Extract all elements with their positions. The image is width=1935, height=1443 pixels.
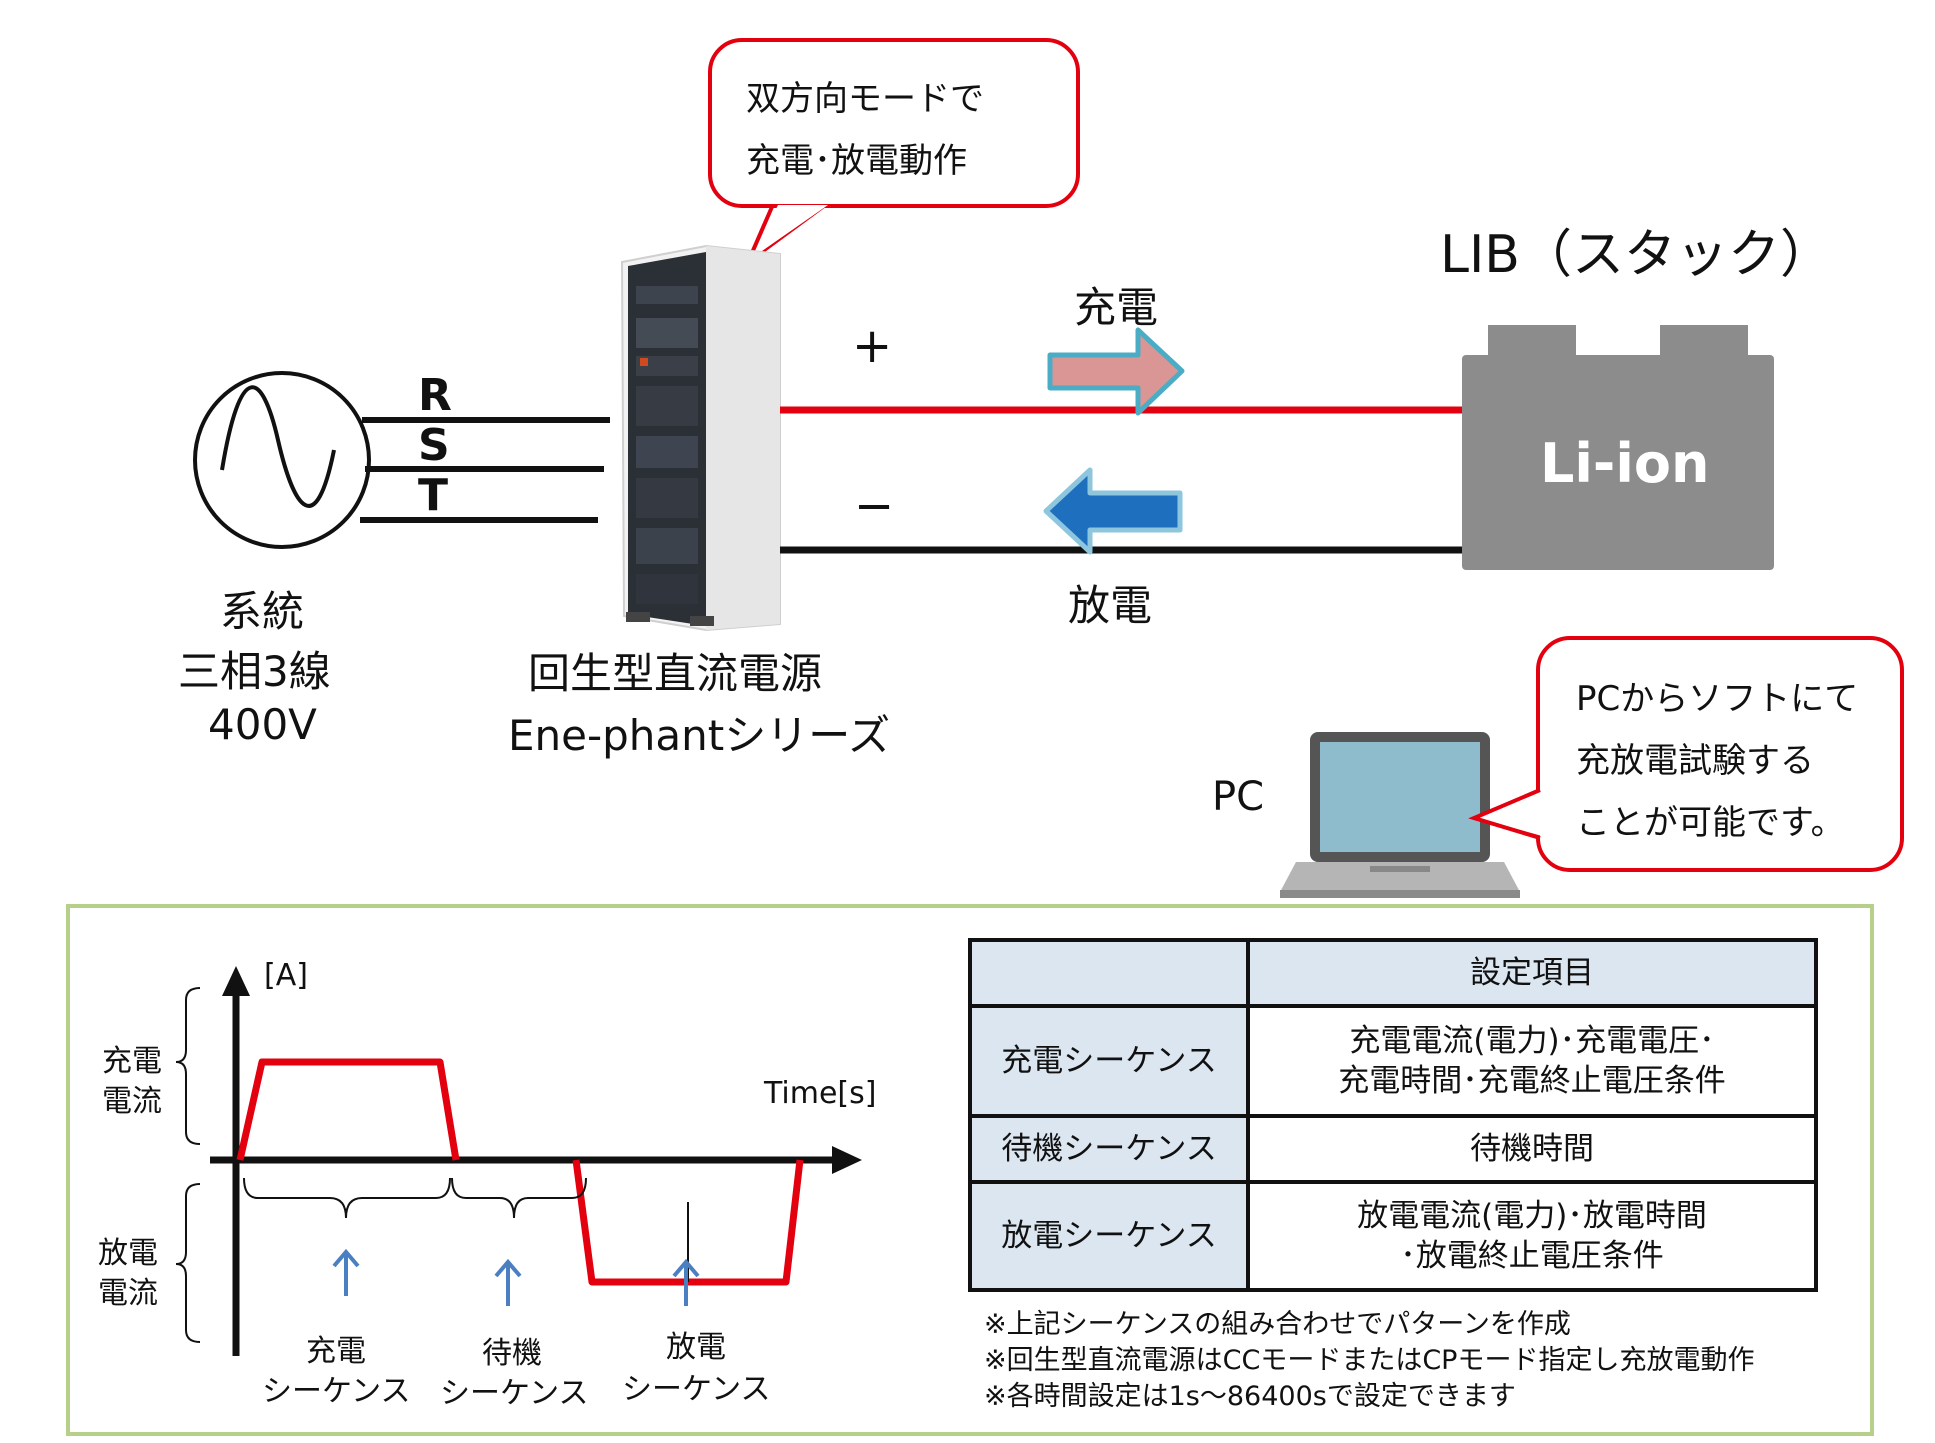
grid-voltage: 400V (208, 700, 317, 749)
charge-current-label: 充電 電流 (102, 1044, 162, 1119)
table-header-row: 設定項目 (968, 938, 1818, 1008)
row-charge-line2: 充電時間･充電終止電圧条件 (1338, 1063, 1726, 1099)
row-discharge-line1: 放電電流(電力)･放電時間 (1357, 1198, 1707, 1234)
row-standby-name: 待機シーケンス (968, 1114, 1250, 1184)
callout-pc-line3: ことが可能です。 (1576, 803, 1845, 843)
callout-bidirectional-line1: 双方向モードで (746, 79, 984, 119)
battery-title: LIB（スタック） (1440, 225, 1832, 285)
row-charge-line1: 充電電流(電力)･充電電圧･ (1349, 1023, 1715, 1059)
table-header-settings: 設定項目 (1246, 938, 1818, 1008)
note-2: ※回生型直流電源はCCモードまたはCPモード指定し充放電動作 (984, 1345, 1755, 1376)
row-standby-settings: 待機時間 (1246, 1114, 1818, 1184)
x-axis-unit: Time[s] (764, 1076, 877, 1111)
phase-t-label: T (418, 470, 449, 521)
sine-wave-icon (220, 385, 336, 508)
row-discharge-name: 放電シーケンス (968, 1180, 1250, 1292)
discharge-label: 放電 (1068, 581, 1153, 630)
power-supply-cabinet-icon (620, 244, 781, 632)
callout-pc-control: PCからソフトにて 充放電試験する ことが可能です。 (1536, 636, 1904, 872)
grid-name: 系統 (220, 587, 305, 636)
grid-spec: 三相3線 (178, 647, 331, 696)
row-discharge-line2: ･放電終止電圧条件 (1400, 1238, 1664, 1274)
phase-s-label: S (418, 420, 450, 471)
note-3: ※各時間設定は1s～86400sで設定できます (984, 1381, 1516, 1412)
sequence-panel (66, 904, 1874, 1436)
minus-sign: − (854, 478, 895, 534)
row-standby-line1: 待機時間 (1470, 1131, 1594, 1167)
row-discharge-settings: 放電電流(電力)･放電時間 ･放電終止電圧条件 (1246, 1180, 1818, 1292)
callout-pc-line1: PCからソフトにて (1576, 679, 1859, 719)
charge-arrow-icon (1047, 327, 1185, 416)
table-row: 放電シーケンス 放電電流(電力)･放電時間 ･放電終止電圧条件 (968, 1180, 1818, 1292)
callout-bidirectional-line2: 充電･放電動作 (746, 141, 967, 181)
seq-standby-line1: 待機 (482, 1336, 542, 1371)
table-row: 待機シーケンス 待機時間 (968, 1114, 1818, 1184)
row-charge-settings: 充電電流(電力)･充電電圧･ 充電時間･充電終止電圧条件 (1246, 1004, 1818, 1118)
seq-discharge-line1: 放電 (666, 1330, 726, 1365)
callout-pc-line2: 充放電試験する (1576, 741, 1814, 781)
seq-standby-line2: シーケンス (440, 1376, 589, 1411)
seq-discharge-line2: シーケンス (622, 1372, 771, 1407)
laptop-icon (1280, 732, 1520, 898)
settings-table: 設定項目 充電シーケンス 充電電流(電力)･充電電圧･ 充電時間･充電終止電圧条… (968, 938, 1818, 1292)
discharge-current-label: 放電 電流 (98, 1236, 158, 1311)
row-charge-name: 充電シーケンス (968, 1004, 1250, 1118)
battery-icon (1462, 325, 1774, 570)
note-1: ※上記シーケンスの組み合わせでパターンを作成 (984, 1309, 1571, 1340)
y-axis-unit: [A] (264, 958, 308, 993)
discharge-arrow-icon (1043, 467, 1183, 555)
battery-label: Li-ion (1540, 432, 1710, 495)
power-supply-name: 回生型直流電源 (528, 649, 823, 698)
pc-label: PC (1212, 774, 1265, 820)
seq-charge-line1: 充電 (306, 1334, 366, 1369)
power-supply-series: Ene-phantシリーズ (508, 711, 891, 760)
table-header-empty (968, 938, 1250, 1008)
plus-sign: + (852, 318, 893, 374)
seq-charge-line2: シーケンス (262, 1374, 411, 1409)
phase-r-label: R (418, 370, 452, 421)
table-row: 充電シーケンス 充電電流(電力)･充電電圧･ 充電時間･充電終止電圧条件 (968, 1004, 1818, 1118)
callout-bidirectional: 双方向モードで 充電･放電動作 (708, 38, 1080, 208)
charge-label: 充電 (1074, 283, 1159, 332)
